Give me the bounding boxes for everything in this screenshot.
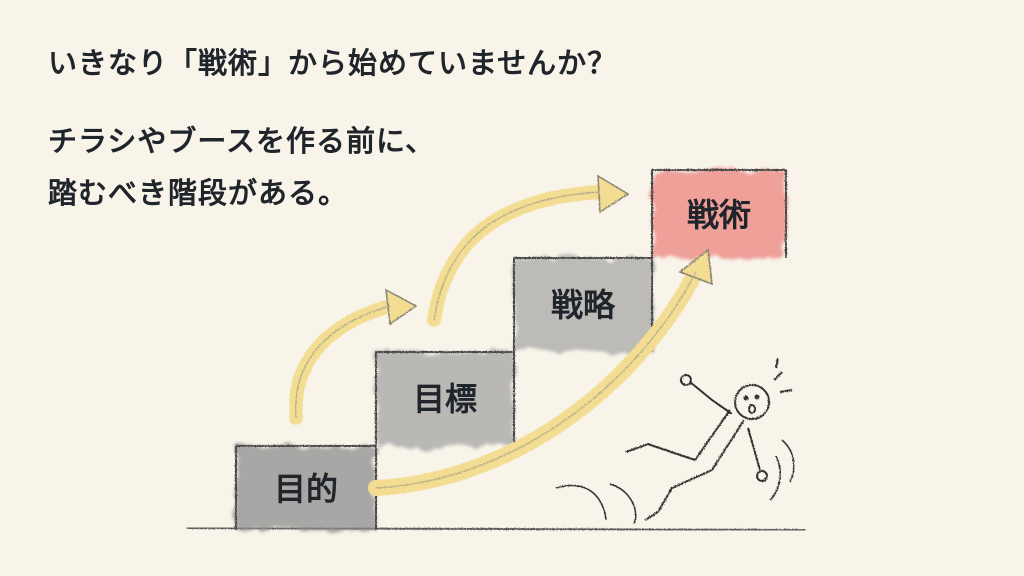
- headline: いきなり「戦術」から始めていませんか？: [48, 46, 618, 80]
- curved-arrow-icon: [288, 288, 418, 425]
- step-block-tactics: [651, 169, 787, 258]
- falling-person-icon: [555, 357, 795, 525]
- step-label-tactics: 戦術: [687, 196, 751, 234]
- step-label-goal: 目標: [413, 380, 477, 418]
- long-arrow-icon: [368, 248, 713, 496]
- step-label-purpose: 目的: [274, 470, 338, 508]
- curved-arrow-icon: [427, 174, 630, 327]
- step-label-strategy: 戦略: [551, 286, 616, 324]
- step-block-goal: [375, 351, 515, 446]
- subheading-line-2: 踏むべき階段がある。: [48, 176, 349, 210]
- step-block-strategy: [513, 257, 653, 352]
- subheading-line-1: チラシやブースを作る前に、: [48, 124, 436, 158]
